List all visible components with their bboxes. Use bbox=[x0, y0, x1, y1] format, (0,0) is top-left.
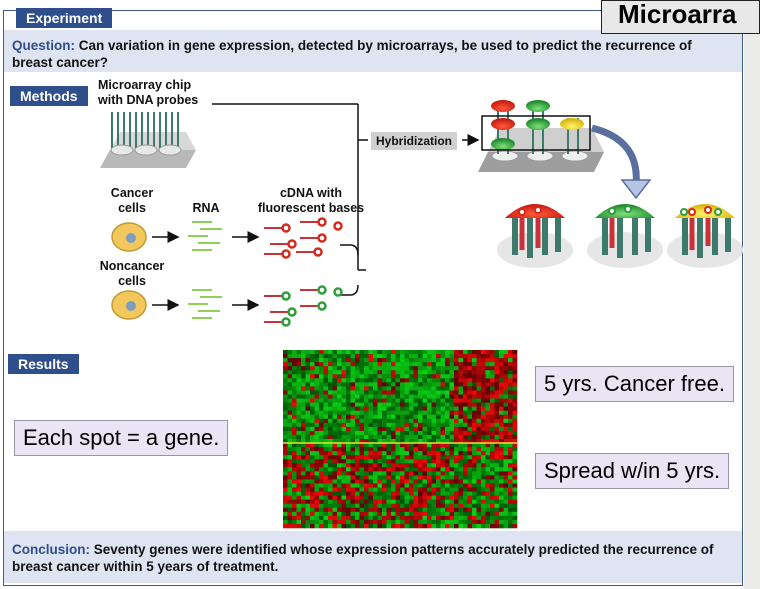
noncancer-cells-label: Noncancer cells bbox=[94, 259, 170, 289]
chip-label: Microarray chip with DNA probes bbox=[98, 78, 198, 108]
methods-tag: Methods bbox=[10, 86, 88, 106]
conclusion-box bbox=[4, 531, 742, 583]
question-text: Question: Can variation in gene expressi… bbox=[12, 37, 732, 71]
hybridization-label: Hybridization bbox=[371, 132, 458, 150]
callout-spread: Spread w/in 5 yrs. bbox=[535, 453, 730, 489]
experiment-tag: Experiment bbox=[16, 8, 113, 28]
cdna-label-line-2: fluorescent bases bbox=[257, 201, 365, 215]
cancer-rna bbox=[188, 221, 222, 251]
noncancer-cdna bbox=[264, 285, 343, 327]
chip-label-line-2: with DNA probes bbox=[98, 93, 199, 107]
microarray-chip bbox=[100, 112, 196, 168]
results-tag: Results bbox=[8, 354, 79, 374]
noncancer-rna bbox=[188, 289, 222, 319]
question-label: Question: bbox=[12, 38, 75, 53]
cancer-cdna bbox=[264, 217, 343, 259]
cdna-label-line-1: cDNA with bbox=[279, 186, 343, 200]
slide-title-box: Microarra bbox=[601, 0, 760, 34]
cancer-cell bbox=[111, 222, 147, 252]
expression-heatmap bbox=[283, 350, 518, 529]
slide-edge bbox=[744, 0, 760, 589]
cancer-label-line-2: cells bbox=[118, 201, 146, 215]
chip-label-line-1: Microarray chip bbox=[98, 78, 192, 92]
cancer-cells-label: Cancer cells bbox=[102, 186, 162, 216]
noncancer-cell bbox=[111, 290, 147, 320]
zoom-arrow bbox=[591, 124, 640, 186]
question-body: Can variation in gene expression, detect… bbox=[12, 38, 692, 70]
callout-each-spot: Each spot = a gene. bbox=[14, 420, 229, 456]
conclusion-text: Conclusion: Seventy genes were identifie… bbox=[12, 541, 732, 575]
noncancer-label-line-2: cells bbox=[118, 274, 146, 288]
callout-cancer-free: 5 yrs. Cancer free. bbox=[535, 366, 734, 402]
conclusion-body: Seventy genes were identified whose expr… bbox=[12, 542, 714, 574]
rna-label: RNA bbox=[192, 201, 220, 215]
cdna-label: cDNA with fluorescent bases bbox=[252, 186, 370, 216]
slide-title: Microarra bbox=[618, 0, 737, 29]
hybridized-chip bbox=[478, 100, 604, 172]
cancer-label-line-1: Cancer bbox=[110, 186, 154, 200]
noncancer-label-line-1: Noncancer bbox=[99, 259, 165, 273]
enlarged-wells bbox=[497, 204, 743, 268]
conclusion-label: Conclusion: bbox=[12, 542, 90, 557]
question-box bbox=[4, 30, 742, 72]
